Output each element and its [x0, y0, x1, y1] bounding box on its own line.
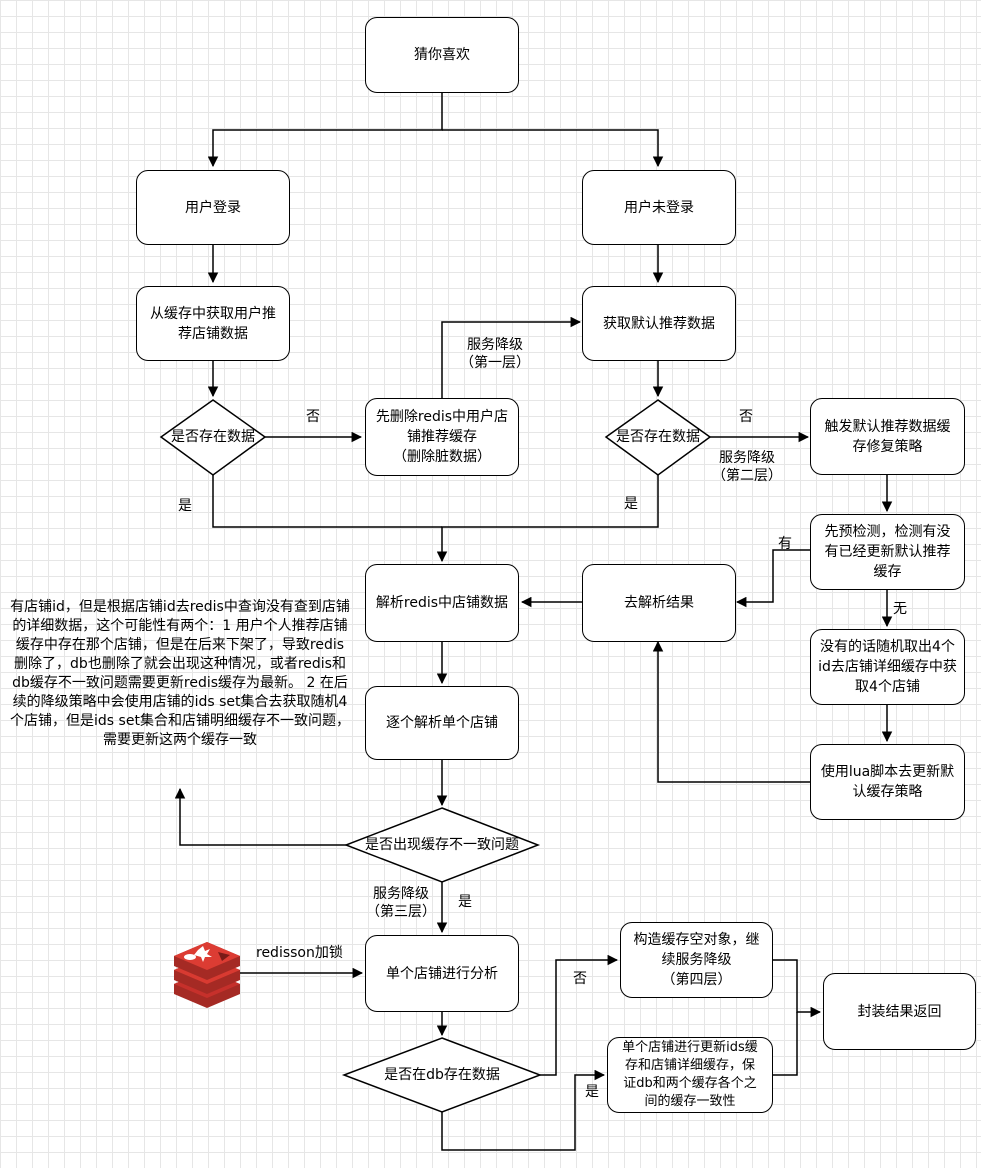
label-no-db: 否: [573, 971, 587, 987]
label-no-right: 否: [739, 409, 753, 425]
node-precheck: 先预检测，检测有没 有已经更新默认推荐 缓存: [810, 514, 965, 590]
annotation-note: 有店铺id，但是根据店铺id去redis中查询没有查到店铺的详细数据，这个可能性…: [10, 599, 350, 748]
node-trigger-repair: 触发默认推荐数据缓 存修复策略: [810, 398, 965, 475]
node-lua-update: 使用lua脚本去更新默 认缓存策略: [810, 744, 965, 820]
node-analyze-shop: 单个店铺进行分析: [365, 935, 519, 1012]
label-degrade-3: 服务降级 （第三层）: [366, 886, 436, 920]
edge-update-to-return: [773, 1012, 798, 1076]
decision-exists-right: 是否存在数据: [616, 429, 700, 445]
label-redisson: redisson加锁: [256, 945, 343, 961]
node-get-default-data: 获取默认推荐数据: [582, 286, 736, 361]
node-get-user-cache: 从缓存中获取用户推 荐店铺数据: [136, 286, 290, 361]
node-user-logged-in: 用户登录: [136, 170, 290, 245]
node-update-cache: 单个店铺进行更新ids缓 存和店铺详细缓存，保 证db和两个缓存各个之 间的缓存…: [607, 1037, 773, 1113]
edge-precheck-has: [735, 549, 810, 608]
node-random-pick: 没有的话随机取出4个 id去店铺详细缓存中获 取4个店铺: [810, 629, 965, 705]
edge-lua-to-result: [652, 640, 810, 783]
label-degrade-2: 服务降级 （第二层）: [712, 450, 782, 484]
edge-inconsistent-to-note: [174, 787, 346, 846]
edge-guess-to-notlogin: [442, 129, 664, 168]
label-yes-inconsistent: 是: [458, 894, 472, 910]
edge-exists-right-yes: [436, 475, 659, 563]
edge-exists-db-no: [540, 954, 619, 1076]
label-no-left: 否: [306, 409, 320, 425]
node-delete-dirty: 先删除redis中用户店 铺推荐缓存 （删除脏数据）: [365, 398, 519, 476]
edge-guess-to-login: [207, 93, 443, 168]
label-yes-right: 是: [624, 496, 638, 512]
edge-empty-to-return: [773, 959, 822, 1018]
label-none: 无: [893, 601, 907, 617]
node-parse-redis: 解析redis中店铺数据: [365, 564, 519, 642]
label-has: 有: [778, 536, 792, 552]
edge-exists-db-yes: [441, 1069, 606, 1151]
label-degrade-1: 服务降级 （第一层）: [460, 337, 530, 371]
node-user-not-logged-in: 用户未登录: [582, 170, 736, 245]
node-parse-result: 去解析结果: [582, 564, 736, 642]
decision-exists-db: 是否在db存在数据: [384, 1067, 500, 1083]
label-yes-left: 是: [178, 498, 192, 514]
node-return-result: 封装结果返回: [823, 973, 976, 1050]
edge-exists-left-yes: [212, 475, 442, 528]
label-yes-db: 是: [585, 1084, 599, 1100]
decision-exists-left: 是否存在数据: [171, 429, 255, 445]
redis-logo-icon: [174, 942, 240, 1008]
decision-cache-inconsistent: 是否出现缓存不一致问题: [365, 837, 519, 853]
edge-delete-to-default: [441, 316, 582, 398]
node-parse-each: 逐个解析单个店铺: [365, 686, 519, 760]
node-empty-object: 构造缓存空对象，继 续服务降级 （第四层）: [620, 922, 773, 998]
node-guess-like: 猜你喜欢: [365, 17, 519, 93]
